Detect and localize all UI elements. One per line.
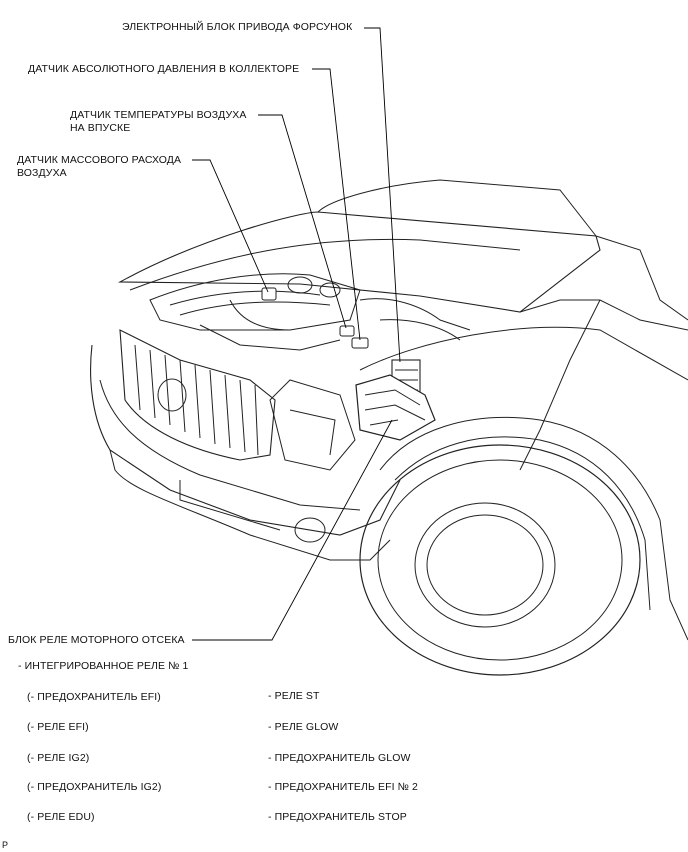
leader-maf bbox=[192, 159, 269, 293]
front-wheel-rim bbox=[414, 502, 556, 628]
engine-cover bbox=[149, 273, 361, 331]
leader-injector-driver bbox=[364, 27, 401, 363]
leader-intake-temp bbox=[258, 114, 347, 329]
relay-block-shape bbox=[355, 374, 436, 441]
headlight bbox=[269, 379, 356, 471]
list-item-left-3: (- ПРЕДОХРАНИТЕЛЬ IG2) bbox=[27, 781, 162, 793]
intake-temp-sensor bbox=[339, 325, 355, 337]
label-integrated-relay: - ИНТЕГРИРОВАННОЕ РЕЛЕ № 1 bbox=[18, 660, 189, 672]
list-item-left-1: (- РЕЛЕ EFI) bbox=[27, 721, 89, 733]
maf-sensor bbox=[261, 287, 277, 301]
list-item-left-4: (- РЕЛЕ EDU) bbox=[27, 811, 95, 823]
list-item-right-1: - РЕЛЕ GLOW bbox=[268, 721, 339, 733]
label-intake-temp-line1: ДАТЧИК ТЕМПЕРАТУРЫ ВОЗДУХА bbox=[70, 109, 247, 121]
body-outline bbox=[595, 235, 688, 321]
label-intake-temp-line2: НА ВПУСКЕ bbox=[70, 122, 131, 134]
label-injector-driver: ЭЛЕКТРОННЫЙ БЛОК ПРИВОДА ФОРСУНОК bbox=[122, 21, 353, 33]
front-tyre bbox=[359, 444, 641, 676]
hood-outline bbox=[117, 211, 601, 313]
front-grille bbox=[119, 329, 276, 461]
fog-lamp bbox=[294, 517, 326, 543]
leader-relay-block bbox=[192, 419, 393, 641]
list-item-right-2: - ПРЕДОХРАНИТЕЛЬ GLOW bbox=[268, 752, 411, 764]
label-maf-line1: ДАТЧИК МАССОВОГО РАСХОДА bbox=[17, 154, 182, 166]
fender-outline bbox=[359, 326, 688, 381]
list-item-left-0: (- ПРЕДОХРАНИТЕЛЬ EFI) bbox=[27, 691, 161, 703]
front-bumper bbox=[90, 344, 401, 536]
list-item-right-4: - ПРЕДОХРАНИТЕЛЬ STOP bbox=[268, 811, 407, 823]
list-item-right-0: - РЕЛЕ ST bbox=[268, 690, 320, 702]
label-map-sensor: ДАТЧИК АБСОЛЮТНОГО ДАВЛЕНИЯ В КОЛЛЕКТОРЕ bbox=[28, 63, 300, 75]
label-relay-block: БЛОК РЕЛЕ МОТОРНОГО ОТСЕКА bbox=[8, 634, 185, 646]
figure-id: P bbox=[2, 840, 9, 850]
leader-map-sensor bbox=[312, 68, 361, 341]
list-item-left-2: (- РЕЛЕ IG2) bbox=[27, 752, 90, 764]
list-item-right-3: - ПРЕДОХРАНИТЕЛЬ EFI № 2 bbox=[268, 781, 418, 793]
label-maf-line2: ВОЗДУХА bbox=[17, 167, 67, 179]
